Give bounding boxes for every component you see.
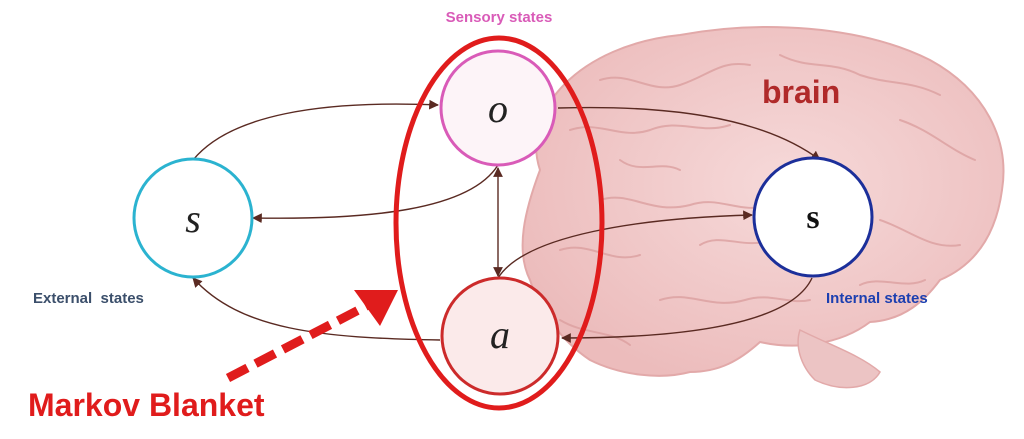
sensory-states-label: Sensory states: [446, 9, 553, 26]
node-action-symbol: a: [490, 312, 510, 357]
node-external: s: [132, 157, 254, 279]
arrow-sensory-to-internal: [557, 106, 821, 161]
arrow-action-to-external: [192, 277, 441, 341]
node-sensory-symbol: o: [488, 86, 508, 131]
markov-blanket-label: Markov Blanket: [28, 387, 265, 423]
node-sensory: o: [439, 49, 557, 167]
brain-label: brain: [762, 74, 840, 110]
arrow-external-to-sensory: [192, 99, 439, 161]
arrow-sensory-to-external: [252, 164, 499, 224]
arrows: [192, 99, 821, 343]
external-states-label: External states: [33, 290, 144, 307]
node-external-symbol: s: [185, 196, 201, 241]
markov-blanket-pointer: [225, 290, 398, 382]
arrow-action-to-internal: [497, 210, 753, 279]
node-internal: s: [752, 156, 874, 278]
internal-states-label: Internal states: [826, 290, 928, 307]
node-action: a: [440, 276, 560, 396]
arrow-internal-to-action: [561, 277, 813, 343]
node-internal-symbol: s: [806, 199, 819, 236]
markov-blanket-boundary: [393, 35, 605, 411]
